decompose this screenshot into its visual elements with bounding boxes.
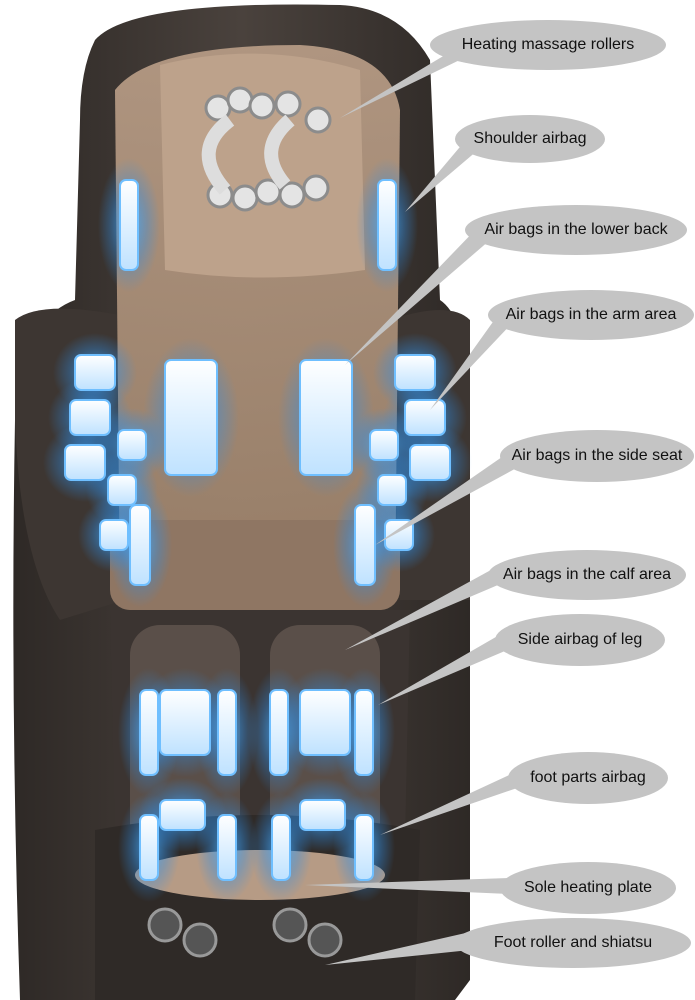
roller-group [201, 86, 332, 212]
label-foot-parts: foot parts airbag [508, 752, 668, 804]
arm-airbag [69, 399, 111, 436]
lower-back-airbag [299, 359, 353, 476]
foot-roller [147, 907, 183, 943]
side-seat-airbag [99, 519, 129, 551]
shoulder-airbag [119, 179, 139, 271]
headrest [160, 53, 365, 278]
foot-airbag [354, 814, 374, 881]
callout-pointer [375, 448, 522, 545]
label-calf-area: Air bags in the calf area [488, 550, 686, 600]
shoulder-airbag [377, 179, 397, 271]
callout-pointer [345, 565, 505, 650]
label-heating-rollers: Heating massage rollers [430, 20, 666, 70]
callout-pointer [345, 225, 490, 365]
foot-airbag [139, 814, 159, 881]
side-leg-airbag [354, 689, 374, 776]
calf-airbag [299, 689, 351, 756]
arm-airbag [404, 399, 446, 436]
side-seat-airbag [354, 504, 376, 586]
calf-airbag [159, 689, 211, 756]
side-leg-airbag [139, 689, 159, 776]
foot-roller [272, 907, 308, 943]
arm-airbag [409, 444, 451, 481]
callout-pointer [340, 40, 470, 118]
label-foot-roller: Foot roller and shiatsu [455, 918, 691, 968]
callout-pointer [405, 135, 478, 212]
roller [278, 181, 306, 209]
label-sole-plate: Sole heating plate [500, 862, 676, 914]
arm-airbag [394, 354, 436, 391]
foot-airbag [299, 799, 346, 831]
roller [248, 92, 276, 120]
foot-roller [307, 922, 343, 958]
roller [302, 174, 330, 202]
side-seat-airbag [377, 474, 407, 506]
airbag-group [43, 158, 472, 958]
arm-airbag [74, 354, 116, 391]
callout-pointer [325, 932, 470, 965]
roller [304, 106, 332, 134]
label-arm-area: Air bags in the arm area [488, 290, 694, 340]
callout-pointer [305, 878, 510, 894]
label-side-seat: Air bags in the side seat [500, 430, 694, 482]
foot-roller [182, 922, 218, 958]
lower-back-airbag [164, 359, 218, 476]
side-seat-airbag [107, 474, 137, 506]
foot-airbag [217, 814, 237, 881]
arm-airbag [64, 444, 106, 481]
callout-pointer [378, 630, 512, 705]
foot-airbag [159, 799, 206, 831]
foot-airbag [271, 814, 291, 881]
callout-pointer [380, 770, 523, 835]
side-leg-airbag [269, 689, 289, 776]
label-lower-back: Air bags in the lower back [465, 205, 687, 255]
callout-lines [305, 40, 523, 965]
roller [226, 86, 254, 114]
side-seat-airbag [129, 504, 151, 586]
roller [231, 184, 259, 212]
roller [274, 90, 302, 118]
roller-track [201, 114, 235, 195]
label-shoulder-airbag: Shoulder airbag [455, 115, 605, 163]
side-seat-airbag [369, 429, 399, 461]
callout-pointer [430, 305, 515, 410]
roller-track [264, 114, 295, 190]
side-seat-airbag [117, 429, 147, 461]
seat [110, 520, 400, 610]
side-leg-airbag [217, 689, 237, 776]
label-side-leg: Side airbag of leg [495, 614, 665, 666]
